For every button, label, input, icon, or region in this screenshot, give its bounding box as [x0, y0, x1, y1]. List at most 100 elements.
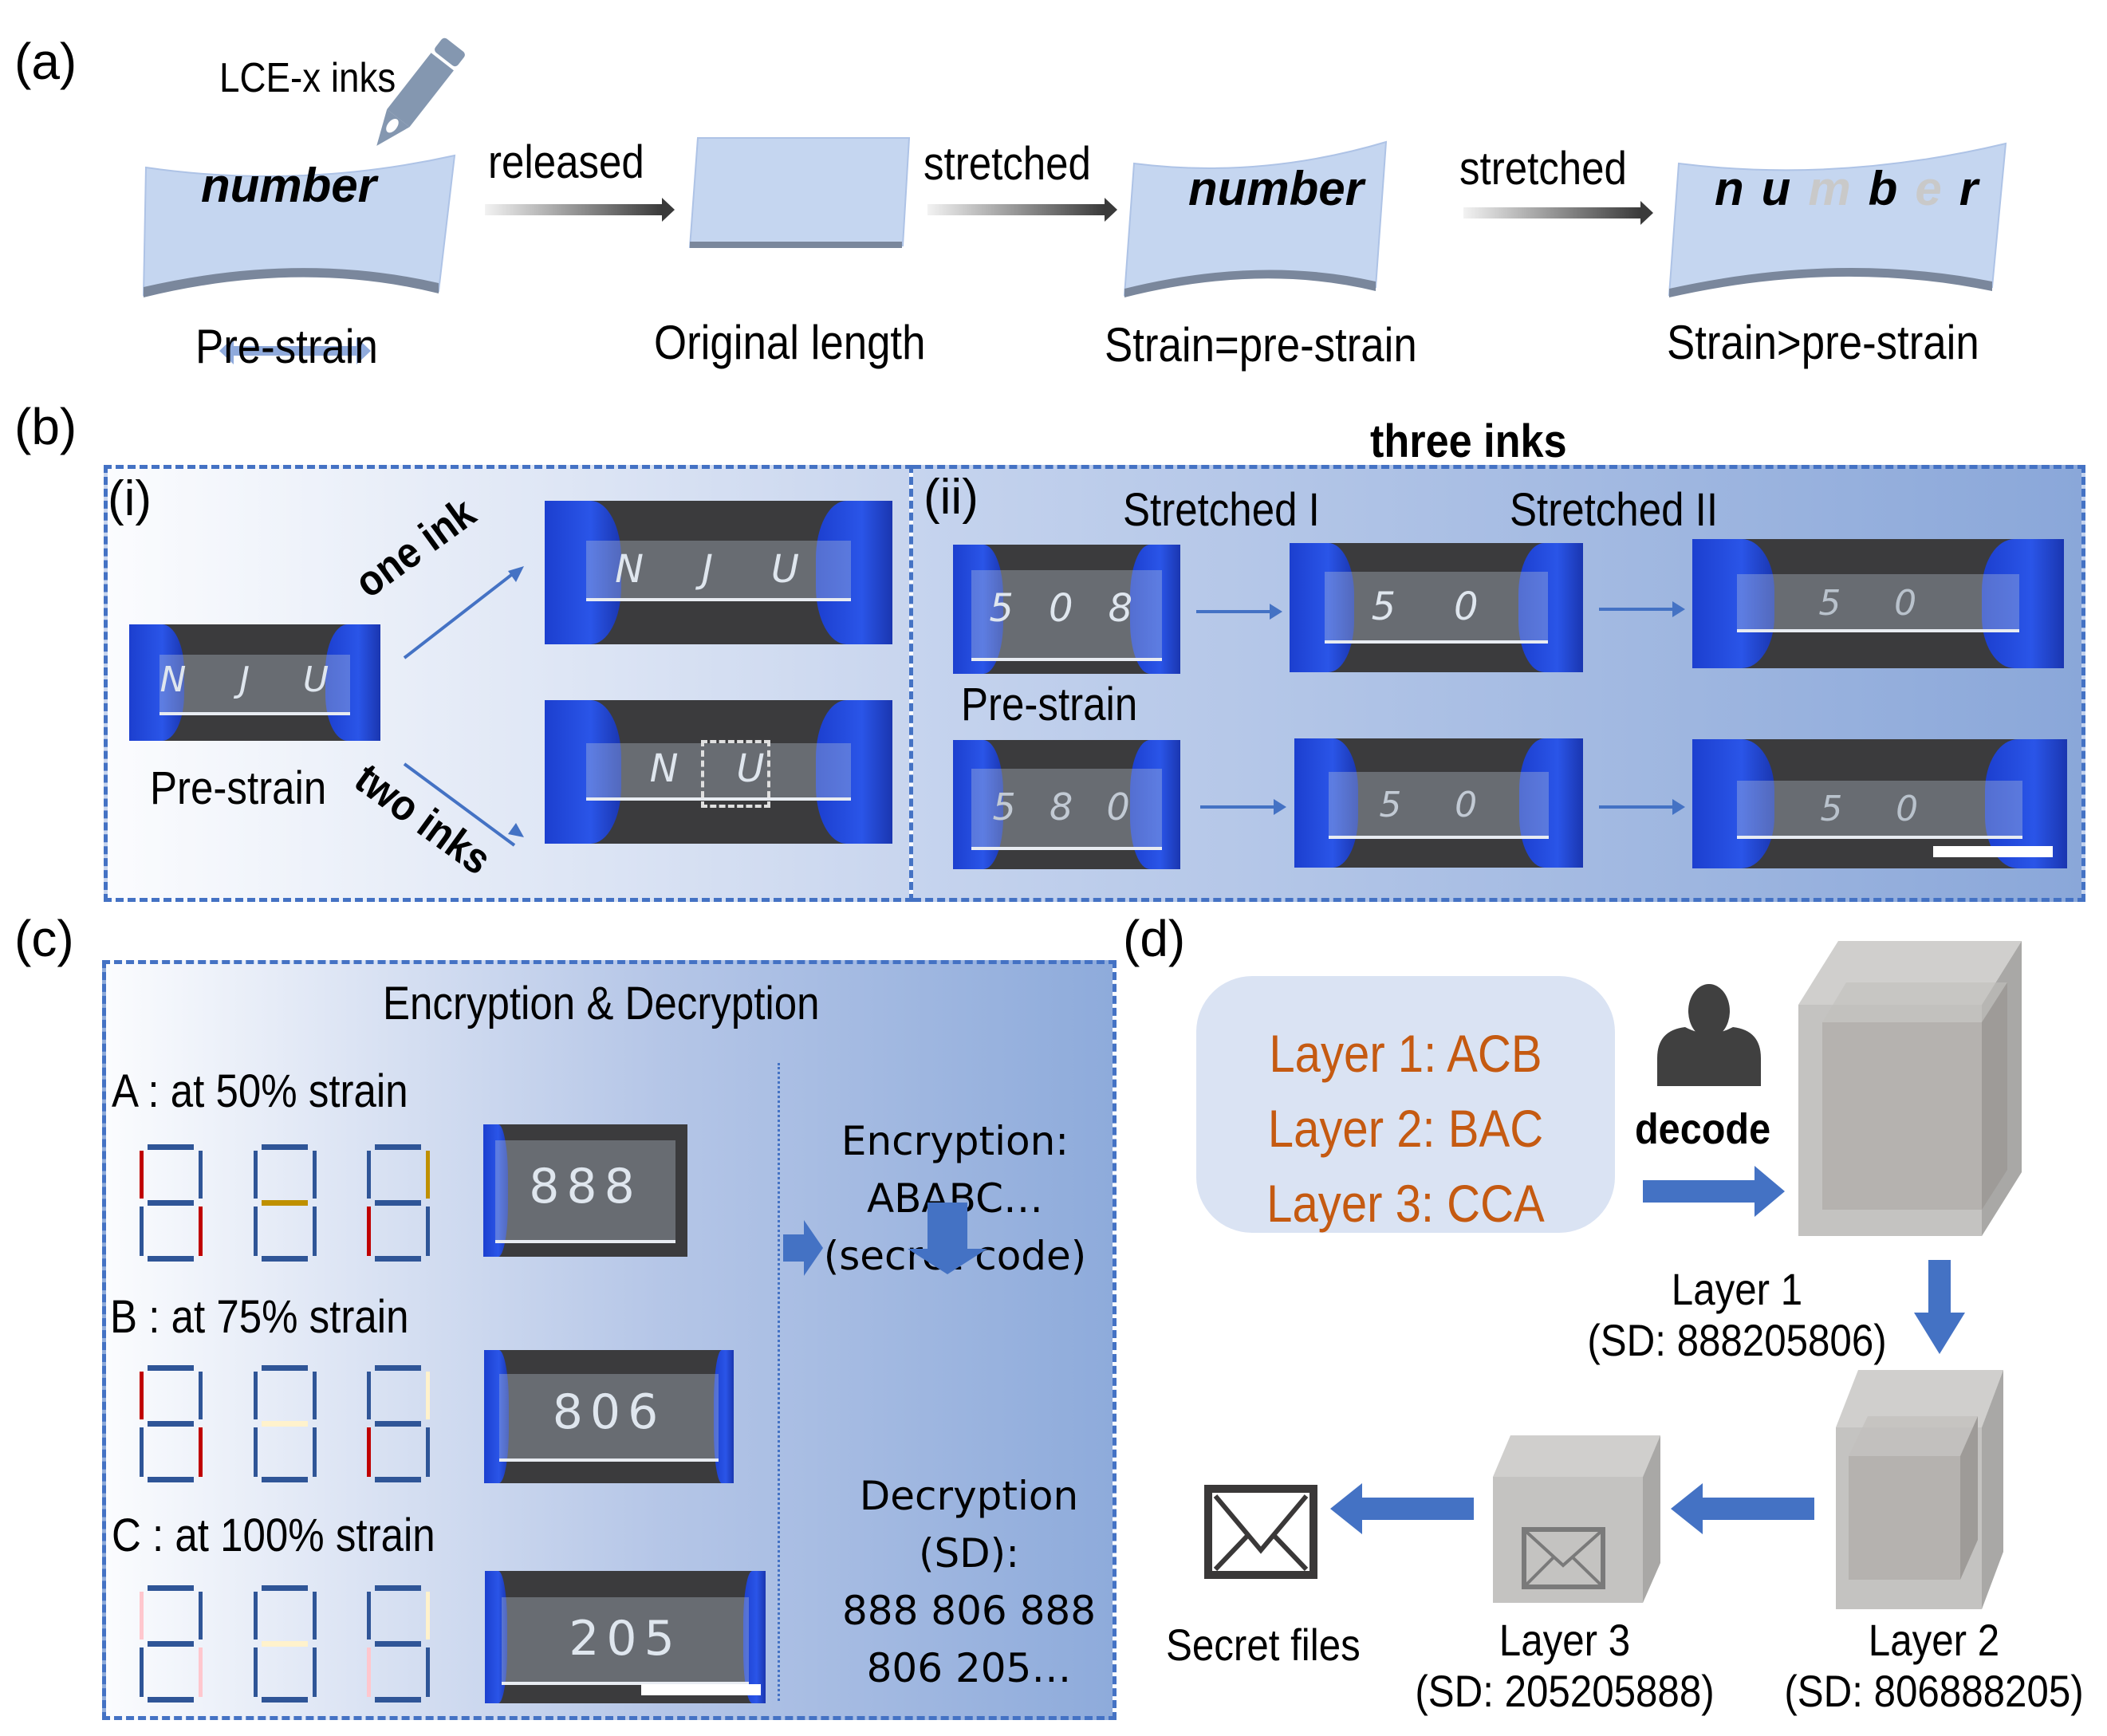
panel-d-label: (d) — [1123, 910, 1186, 967]
sheet-original — [688, 137, 911, 249]
segment-bot — [375, 1697, 421, 1703]
photo-row2-prestrain: 5 8 0 — [953, 740, 1180, 869]
segment-tl — [254, 1592, 258, 1640]
seven-segment-digit — [254, 1585, 317, 1703]
person-icon — [1657, 984, 1761, 1086]
segment-mid — [375, 1421, 421, 1427]
arrow-down-c — [908, 1203, 987, 1274]
key-line: Layer 3: CCA — [1266, 1174, 1545, 1233]
seven-segment-digit — [367, 1365, 431, 1483]
panel-a-label: (a) — [14, 33, 77, 90]
segment-bl — [367, 1427, 371, 1477]
sheet-strain-equal — [1123, 140, 1388, 297]
subpanel-i-label: (i) — [108, 471, 152, 526]
layer-sd: (SD: 888205806) — [1587, 1315, 1887, 1365]
letter-faded: e — [1915, 162, 1942, 215]
arrow-label-stretched-2: stretched — [1459, 143, 1627, 195]
letter: b — [1868, 162, 1898, 215]
segment-top — [262, 1144, 308, 1150]
cube-layer-1 — [1798, 941, 2022, 1236]
key-line: Layer 1: ACB — [1269, 1024, 1542, 1083]
segment-top — [148, 1144, 194, 1150]
branch-arrows — [403, 566, 524, 847]
seven-segment-digit — [140, 1585, 203, 1703]
letter-faded: m — [1808, 162, 1851, 215]
photo-two-inks: N U — [545, 700, 892, 844]
segment-br — [426, 1427, 430, 1477]
decryption-line: 888 806 888 — [841, 1588, 1097, 1634]
segment-tr — [199, 1372, 203, 1419]
decryption-block: Decryption (SD): 888 806 888 806 205… — [801, 1467, 1136, 1697]
decryption-line: (SD): — [918, 1530, 1020, 1577]
sheet-strain-greater — [1668, 142, 2007, 297]
arrow-left-2 — [1671, 1483, 1814, 1534]
layer-name: Layer 3 — [1499, 1615, 1631, 1665]
segment-tr — [426, 1592, 430, 1640]
segment-tl — [254, 1372, 258, 1419]
photo-state-a: 888 — [483, 1124, 687, 1257]
segment-tr — [199, 1592, 203, 1640]
segment-tl — [140, 1592, 144, 1640]
scale-bar — [1933, 846, 2053, 857]
arrow-right-c — [783, 1220, 823, 1276]
segment-mid — [375, 1641, 421, 1647]
segment-br — [199, 1427, 203, 1477]
envelope-small-icon — [1522, 1527, 1605, 1589]
segment-tr — [313, 1592, 317, 1640]
segment-tr — [313, 1372, 317, 1419]
segment-mid — [375, 1200, 421, 1206]
arrow-left-3 — [1330, 1483, 1474, 1534]
photo-row2-stretched-i: 5 0 — [1294, 738, 1583, 868]
segment-top — [262, 1365, 308, 1371]
caption-prestrain-i: Pre-strain — [150, 762, 327, 814]
segment-br — [199, 1207, 203, 1256]
segment-mid — [262, 1421, 308, 1427]
pen-icon — [376, 37, 465, 146]
seven-segment-digit — [367, 1144, 431, 1262]
key-lines: Layer 1: ACB Layer 2: BAC Layer 3: CCA — [1222, 1016, 1590, 1241]
arrow-row1-b — [1599, 601, 1685, 617]
photo-row1-stretched-i: 5 0 — [1290, 543, 1583, 672]
segment-top — [375, 1585, 421, 1591]
key-box: Layer 1: ACB Layer 2: BAC Layer 3: CCA — [1196, 976, 1615, 1233]
decryption-line: 806 205… — [866, 1645, 1072, 1691]
segment-tl — [367, 1592, 371, 1640]
segment-bot — [148, 1477, 194, 1482]
letter: r — [1959, 162, 1979, 215]
cube-layer-2 — [1836, 1370, 2003, 1609]
sheet-text-1: number — [201, 159, 377, 212]
segment-bl — [254, 1647, 258, 1697]
seven-segment-digit — [140, 1365, 203, 1483]
photo-row1-stretched-ii: 5 0 — [1692, 539, 2064, 668]
faded-word: n u m b e r — [1715, 161, 1978, 216]
secret-files-label: Secret files — [1166, 1620, 1361, 1670]
segment-tl — [140, 1372, 144, 1419]
segment-bot — [375, 1477, 421, 1482]
photo-row2-stretched-ii: 5 0 — [1692, 739, 2067, 868]
arrow-label-stretched-1: stretched — [924, 138, 1091, 190]
segment-bl — [140, 1647, 144, 1697]
segment-mid — [148, 1421, 194, 1427]
segment-bot — [375, 1256, 421, 1262]
arrow-stretched-1 — [927, 198, 1117, 222]
segment-bl — [254, 1207, 258, 1256]
sheet-text-3: number — [1188, 162, 1365, 215]
decode-arrow — [1643, 1166, 1785, 1217]
segment-tl — [254, 1151, 258, 1199]
segment-bl — [367, 1207, 371, 1256]
state-b-label: B : at 75% strain — [110, 1291, 409, 1343]
arrow-stretched-2 — [1463, 201, 1653, 225]
envelope-icon — [1204, 1485, 1317, 1579]
segment-top — [148, 1585, 194, 1591]
header-stretched-ii: Stretched II — [1510, 484, 1719, 536]
panel-c-label: (c) — [14, 910, 74, 967]
panel-b-label: (b) — [14, 398, 77, 455]
pen-label: LCE-x inks — [219, 55, 396, 101]
segment-top — [375, 1144, 421, 1150]
segment-top — [375, 1365, 421, 1371]
segment-bl — [367, 1647, 371, 1697]
segment-br — [313, 1647, 317, 1697]
state-c-label: C : at 100% strain — [112, 1510, 435, 1561]
segment-mid — [148, 1641, 194, 1647]
divider-line — [778, 1063, 780, 1701]
